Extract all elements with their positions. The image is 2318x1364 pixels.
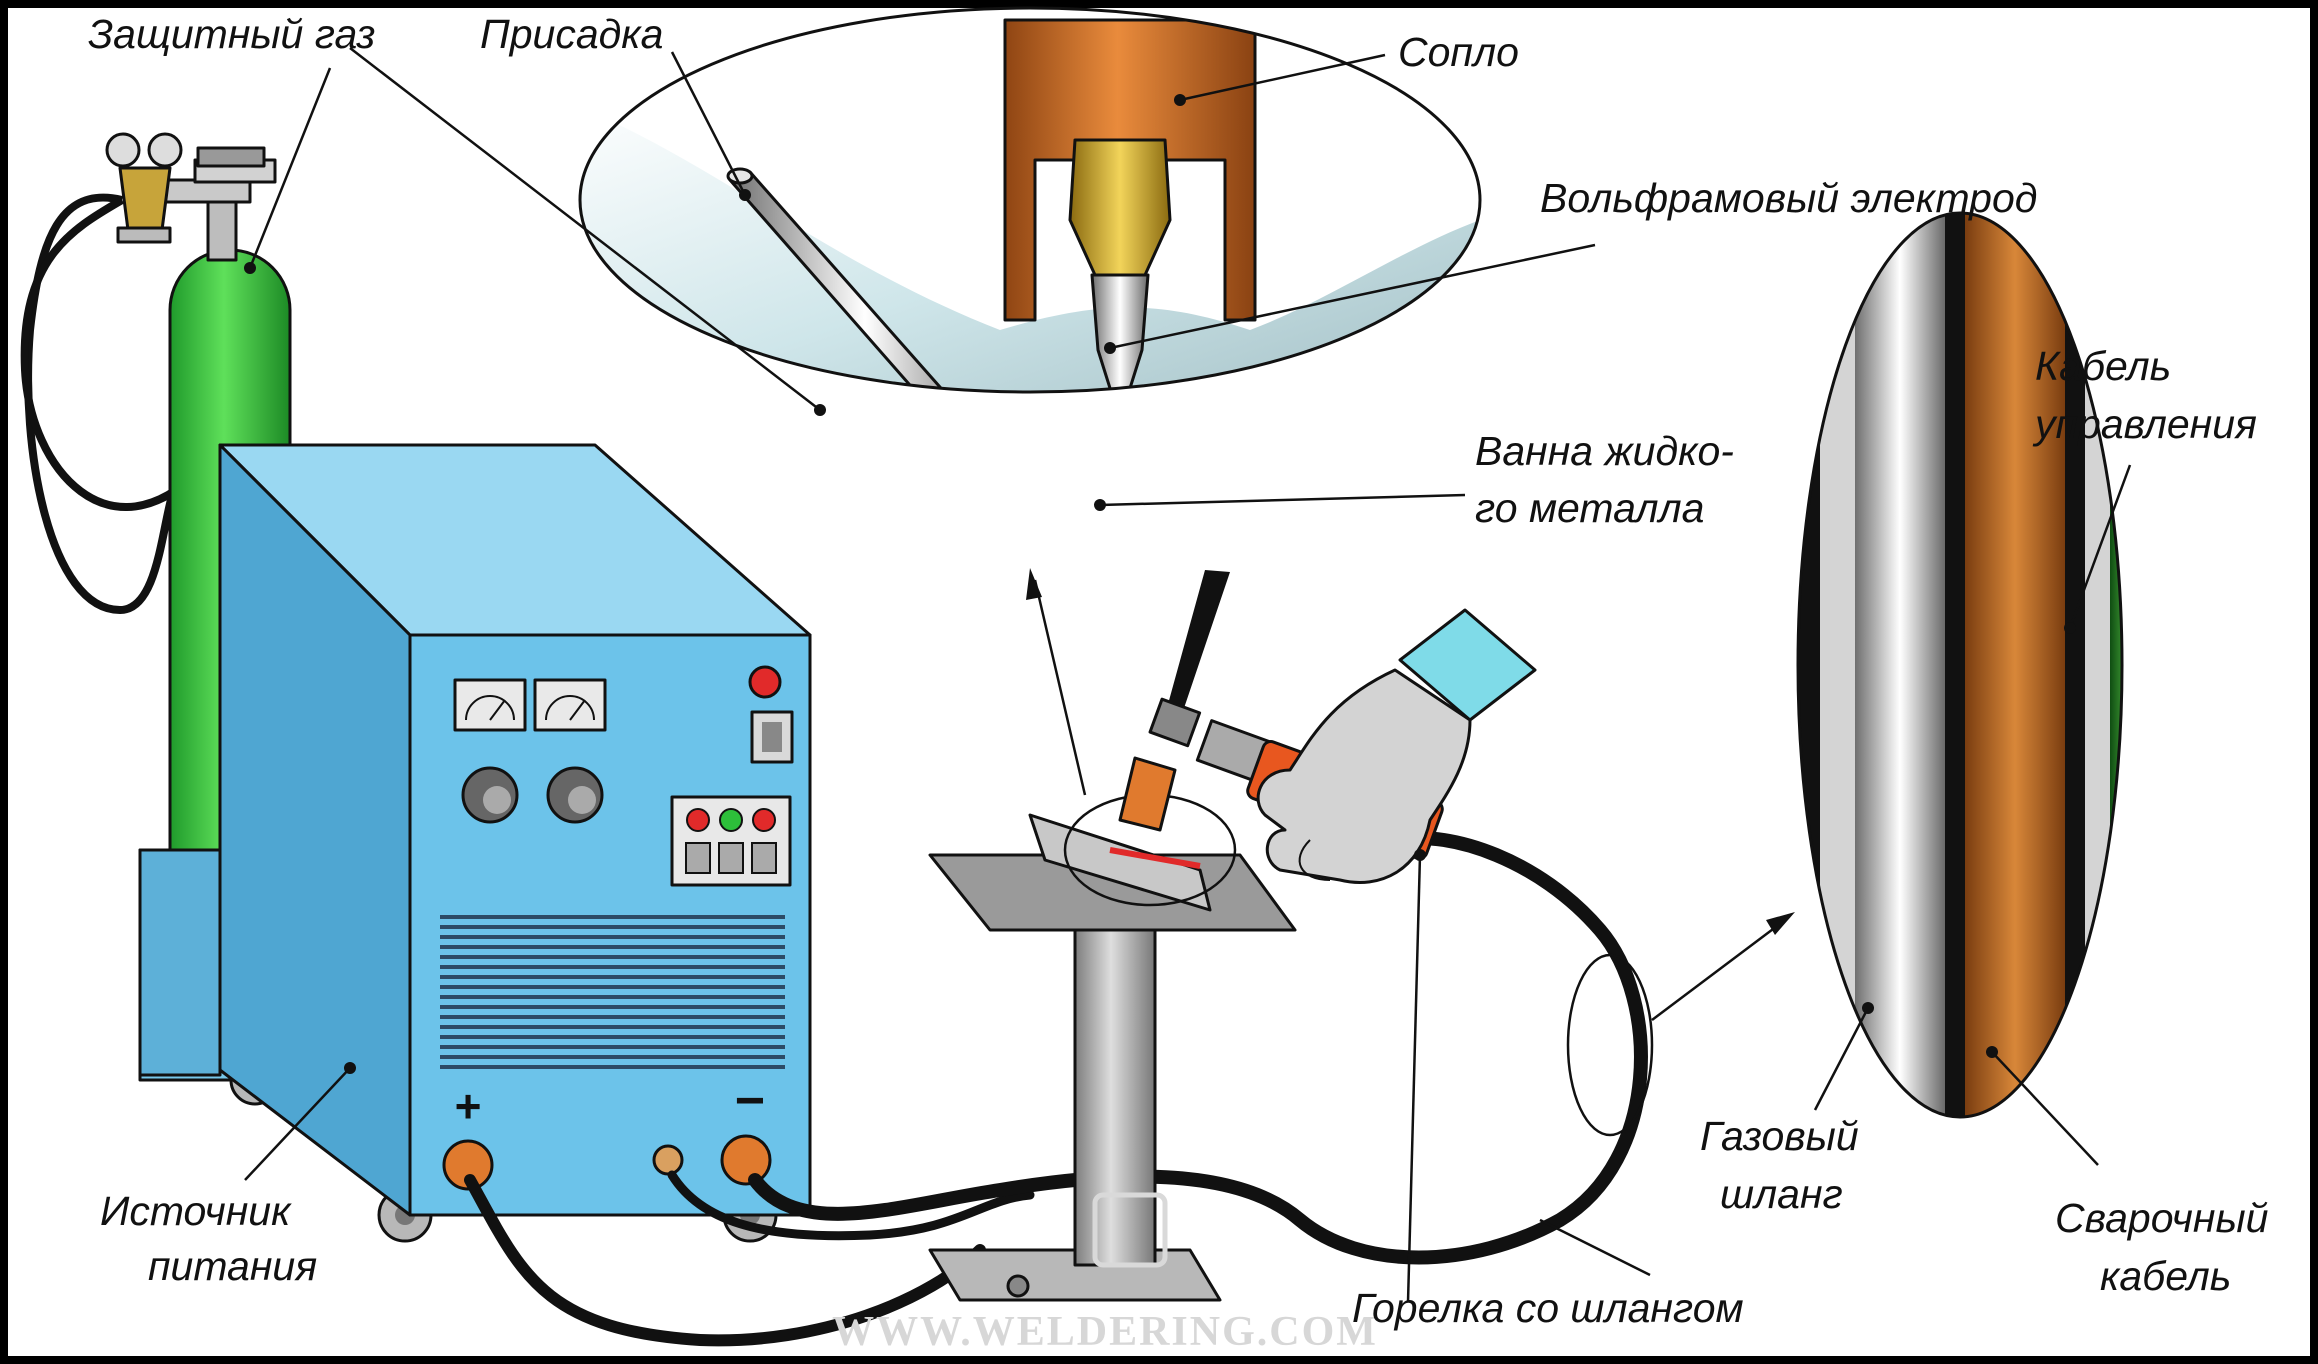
zoom-view-torch: [578, 6, 1482, 394]
welding-table: [928, 793, 1297, 1302]
minus-terminal-label: −: [735, 1072, 765, 1130]
label-torch-with-hose: Горелка со шлангом: [1352, 1285, 1744, 1331]
label-control-cable-line1: Кабель: [2035, 343, 2171, 389]
label-filler: Присадка: [480, 11, 663, 57]
watermark-text: WWW.WELDERING.COM: [832, 1309, 1378, 1355]
label-power-source-line1: Источник: [100, 1188, 292, 1234]
label-weld-pool-line1: Ванна жидко-: [1475, 428, 1734, 474]
zoom-arrow-torch: [1026, 568, 1087, 796]
cables: [464, 831, 1648, 1347]
label-gas-hose-line1: Газовый: [1700, 1113, 1859, 1159]
glove-hand: [1256, 608, 1537, 884]
zoom-arrow-hose: [1651, 912, 1795, 1021]
label-welding-cable-line2: кабель: [2100, 1253, 2231, 1299]
label-control-cable-line2: управления: [2032, 401, 2257, 447]
label-welding-cable-line1: Сварочный: [2055, 1195, 2268, 1241]
label-power-source-line2: питания: [148, 1243, 317, 1289]
label-weld-pool-line2: го металла: [1475, 485, 1704, 531]
plus-terminal-label: +: [455, 1080, 482, 1132]
label-nozzle: Сопло: [1398, 29, 1519, 75]
watermark: WWW.WELDERING.COM: [832, 1192, 1378, 1355]
label-gas-hose-line2: шланг: [1720, 1171, 1843, 1217]
label-shield-gas: Защитный газ: [88, 11, 375, 57]
leader-lines: [244, 47, 2132, 1303]
label-tungsten-electrode: Вольфрамовый электрод: [1540, 175, 2037, 221]
labels: Защитный газ Присадка Сопло Вольфрамовый…: [88, 11, 2268, 1331]
